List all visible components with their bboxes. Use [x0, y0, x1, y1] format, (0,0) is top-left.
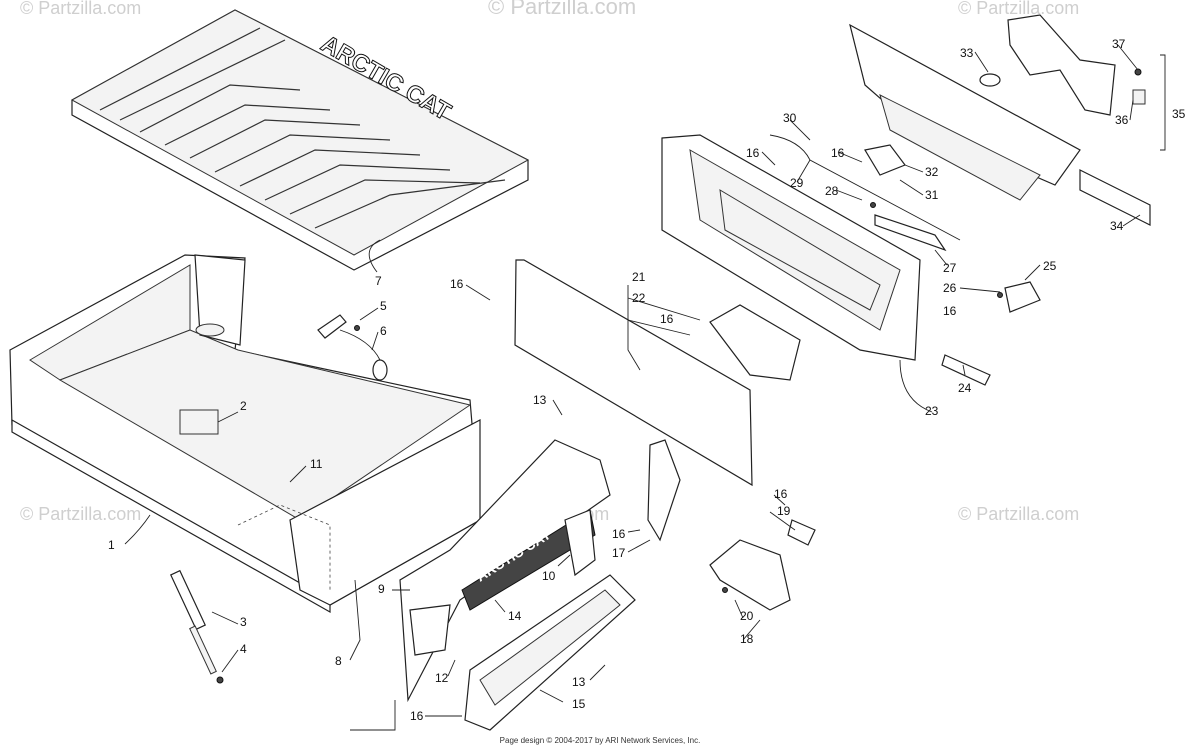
handle-35: [1007, 14, 1146, 116]
hinge-bracket: [941, 281, 1041, 386]
callout-16-b: 16: [660, 312, 674, 326]
callout-10: 10: [542, 569, 556, 583]
watermark-top-right: © Partzilla.com: [958, 0, 1079, 18]
callout-30: 30: [783, 111, 797, 125]
callout-16-c: 16: [410, 709, 424, 723]
bed-mat: ARCTIC CAT: [70, 9, 530, 271]
tailgate-cover: [849, 23, 1081, 201]
page-footer: Page design © 2004-2017 by ARI Network S…: [499, 736, 701, 745]
callout-15: 15: [572, 697, 586, 711]
latch-assembly: [317, 314, 388, 381]
callout-16-g: 16: [831, 146, 845, 160]
callout-27: 27: [943, 261, 957, 275]
callout-37: 37: [1112, 37, 1126, 51]
part-17-bracket: [647, 439, 681, 542]
watermark-left: © Partzilla.com: [20, 504, 141, 524]
callout-17: 17: [612, 546, 626, 560]
callout-16-d: 16: [612, 527, 626, 541]
callout-35: 35: [1172, 107, 1186, 121]
callout-25: 25: [1043, 259, 1057, 273]
callout-36: 36: [1115, 113, 1129, 127]
callout-16-f: 16: [746, 146, 760, 160]
part-22-bracket: [709, 304, 801, 381]
callout-3: 3: [240, 615, 247, 629]
callout-31: 31: [925, 188, 939, 202]
callout-20: 20: [740, 609, 754, 623]
callout-11: 11: [310, 457, 323, 471]
callout-22: 22: [632, 291, 646, 305]
callout-labels: 1 2 3 4 5 6 7 8 9 10 11 12 13 13 14 15 1…: [108, 37, 1186, 723]
callout-19: 19: [777, 504, 791, 518]
callout-6: 6: [380, 324, 387, 338]
callout-32: 32: [925, 165, 939, 179]
callout-1: 1: [108, 538, 115, 552]
callout-16-h: 16: [943, 304, 957, 318]
callout-16-e: 16: [774, 487, 788, 501]
callout-21: 21: [632, 270, 646, 284]
callout-18: 18: [740, 632, 754, 646]
callout-12: 12: [435, 671, 449, 685]
decal-2: [179, 409, 219, 435]
callout-13-bottom: 13: [572, 675, 586, 689]
callout-34: 34: [1110, 219, 1124, 233]
callout-8: 8: [335, 654, 342, 668]
callout-7: 7: [375, 274, 382, 288]
callout-26: 26: [943, 281, 957, 295]
callout-14: 14: [508, 609, 522, 623]
callout-9: 9: [378, 582, 385, 596]
cargo-box: [9, 254, 481, 614]
callout-29: 29: [790, 176, 804, 190]
part-34-strip: [1079, 169, 1151, 226]
callout-33: 33: [960, 46, 974, 60]
callout-16-a: 16: [450, 277, 464, 291]
part-18-bracket: [709, 519, 816, 611]
callout-24: 24: [958, 381, 972, 395]
panel-21: [514, 259, 753, 487]
callout-5: 5: [380, 299, 387, 313]
tailgate-inner: [661, 134, 921, 361]
callout-23: 23: [925, 404, 939, 418]
gas-strut: [169, 569, 224, 684]
watermark-top-left: © Partzilla.com: [20, 0, 141, 18]
callout-13-top: 13: [533, 393, 547, 407]
watermark-top: © Partzilla.com: [488, 0, 636, 19]
callout-2: 2: [240, 399, 247, 413]
leader-lines: [124, 44, 1166, 731]
watermark-right: © Partzilla.com: [958, 504, 1079, 524]
lower-tailgate: [464, 574, 636, 731]
callout-4: 4: [240, 642, 247, 656]
callout-28: 28: [825, 184, 839, 198]
